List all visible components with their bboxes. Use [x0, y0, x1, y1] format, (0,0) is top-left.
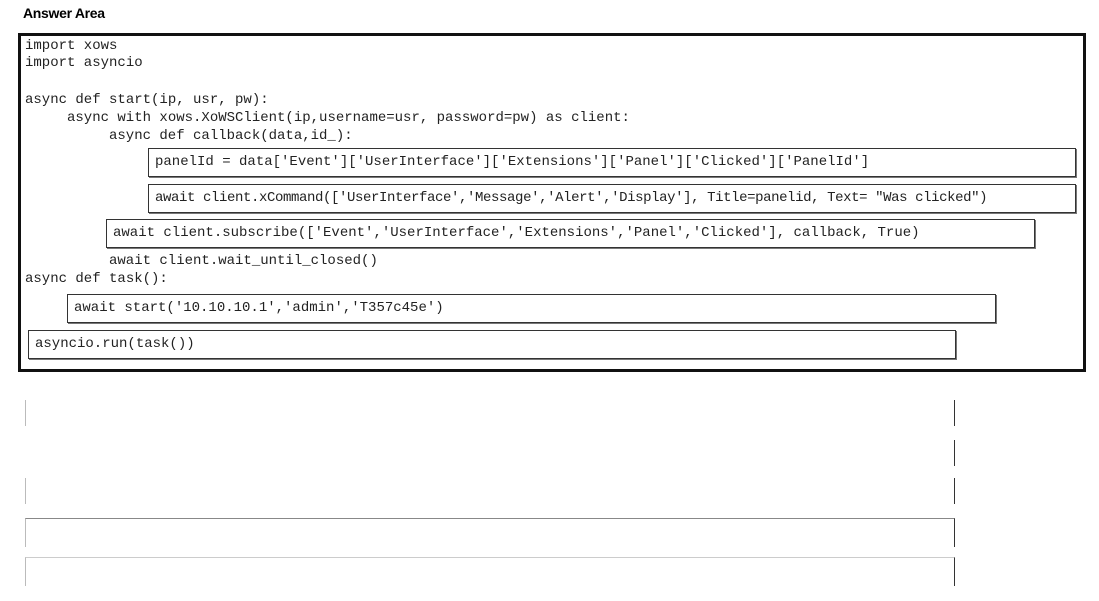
code-line-def-start: async def start(ip, usr, pw): — [25, 92, 269, 108]
answer-box-xcommand[interactable]: await client.xCommand(['UserInterface','… — [148, 184, 1076, 213]
empty-answer-slot-2[interactable] — [25, 440, 955, 466]
answer-box-text: await client.subscribe(['Event','UserInt… — [113, 225, 920, 241]
code-line-wait-until-closed: await client.wait_until_closed() — [109, 253, 378, 269]
answer-box-text: await start('10.10.10.1','admin','T357c4… — [74, 300, 444, 316]
code-line-def-callback: async def callback(data,id_): — [109, 128, 353, 144]
answer-area-title: Answer Area — [23, 5, 105, 21]
answer-box-subscribe[interactable]: await client.subscribe(['Event','UserInt… — [106, 219, 1035, 248]
code-line-async-with: async with xows.XoWSClient(ip,username=u… — [67, 110, 630, 126]
empty-answer-slot-5[interactable] — [25, 557, 955, 586]
answer-box-text: asyncio.run(task()) — [35, 336, 195, 352]
answer-box-await-start[interactable]: await start('10.10.10.1','admin','T357c4… — [67, 294, 996, 323]
code-line-import-xows: import xows — [25, 38, 118, 54]
answer-box-asyncio-run[interactable]: asyncio.run(task()) — [28, 330, 956, 359]
answer-box-text: panelId = data['Event']['UserInterface']… — [155, 154, 870, 170]
empty-answer-slot-4[interactable] — [25, 518, 955, 547]
empty-answer-slot-3[interactable] — [25, 478, 955, 504]
empty-answer-slot-1[interactable] — [25, 400, 955, 426]
answer-box-text: await client.xCommand(['UserInterface','… — [155, 190, 988, 206]
answer-area — [18, 33, 1086, 372]
code-line-import-asyncio: import asyncio — [25, 55, 143, 71]
answer-box-panelid[interactable]: panelId = data['Event']['UserInterface']… — [148, 148, 1076, 177]
code-line-def-task: async def task(): — [25, 271, 168, 287]
